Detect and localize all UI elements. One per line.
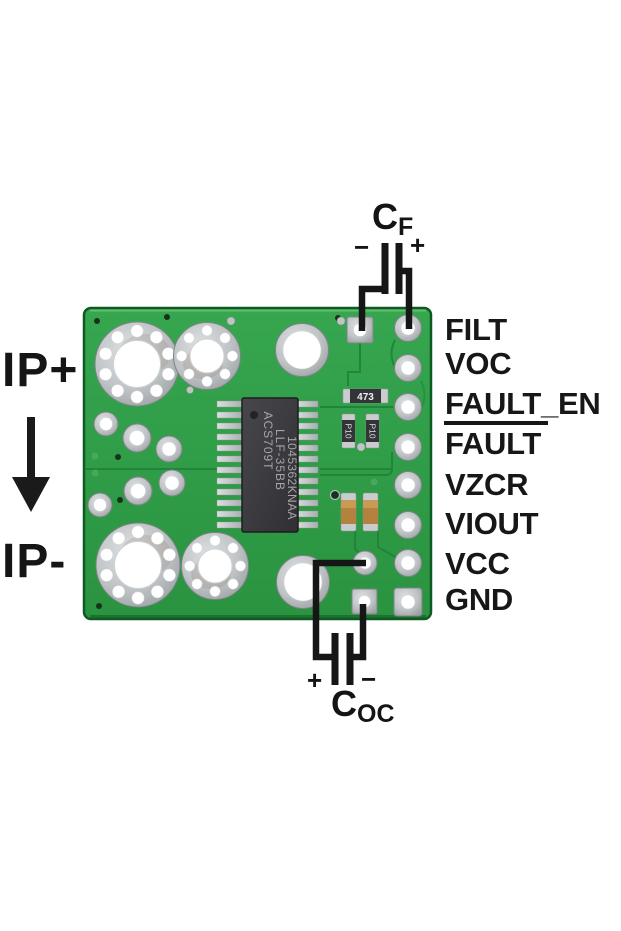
pin-label-filt: FILT bbox=[445, 312, 507, 347]
smd-resistor-473-label: 473 bbox=[357, 392, 374, 403]
ip-minus-pad-large bbox=[95, 522, 181, 608]
pin-label-fault-en: FAULT_EN bbox=[445, 386, 601, 421]
acs709-chip: ACS709T LLF-35BB 1045362KNAA bbox=[216, 397, 319, 533]
smd-capacitor-left bbox=[340, 492, 357, 532]
smd-resistor-p10-right-label: P10 bbox=[368, 423, 378, 438]
current-direction-arrow bbox=[12, 417, 50, 512]
coc-minus-sign: − bbox=[361, 664, 377, 694]
cf-subscript: F bbox=[398, 213, 414, 241]
label-ip-minus: IP- bbox=[2, 535, 67, 588]
pin-header-pads bbox=[393, 314, 423, 617]
chip-marking-line3: 1045362KNAA bbox=[285, 436, 299, 520]
smd-resistor-473: 473 bbox=[342, 388, 389, 404]
pin-label-voc: VOC bbox=[445, 346, 512, 381]
cf-minus-sign: − bbox=[354, 232, 370, 262]
cf-symbol: C bbox=[372, 196, 398, 237]
smd-resistor-p10-left-label: P10 bbox=[344, 423, 354, 438]
cf-plus-sign: + bbox=[410, 230, 426, 260]
pin-label-viout: VIOUT bbox=[445, 506, 539, 541]
copper-traces bbox=[86, 339, 426, 560]
ip-plus-pad-small bbox=[173, 322, 241, 390]
coc-symbol: C bbox=[331, 683, 357, 724]
gnd-square-pad bbox=[393, 587, 423, 617]
label-ip-plus: IP+ bbox=[2, 344, 79, 397]
ip-plus-pad-large bbox=[94, 321, 180, 407]
label-coc: C OC bbox=[331, 686, 395, 727]
coc-subscript: OC bbox=[357, 700, 395, 728]
mounting-hole-top bbox=[275, 323, 329, 377]
chip-pin1-dot bbox=[250, 411, 258, 419]
smd-capacitor-right bbox=[362, 492, 379, 532]
coc-capacitor-symbol bbox=[312, 559, 367, 685]
smd-resistor-p10-left: P10 bbox=[341, 413, 356, 449]
smd-resistor-p10-right: P10 bbox=[365, 413, 380, 449]
fault-overline bbox=[444, 421, 548, 425]
chip-marking-line2: LLF-35BB bbox=[273, 429, 287, 491]
pin-label-gnd: GND bbox=[445, 582, 513, 617]
label-cf: C F bbox=[372, 199, 413, 240]
pin-label-vcc: VCC bbox=[445, 546, 510, 581]
pin-label-fault: FAULT bbox=[445, 426, 542, 461]
coc-plus-sign: + bbox=[307, 665, 323, 695]
chip-marking-line1: ACS709T bbox=[261, 411, 275, 470]
cf-capacitor-symbol bbox=[358, 243, 413, 331]
pin-label-vzcr: VZCR bbox=[445, 467, 529, 502]
ip-minus-pad-small bbox=[181, 532, 249, 600]
